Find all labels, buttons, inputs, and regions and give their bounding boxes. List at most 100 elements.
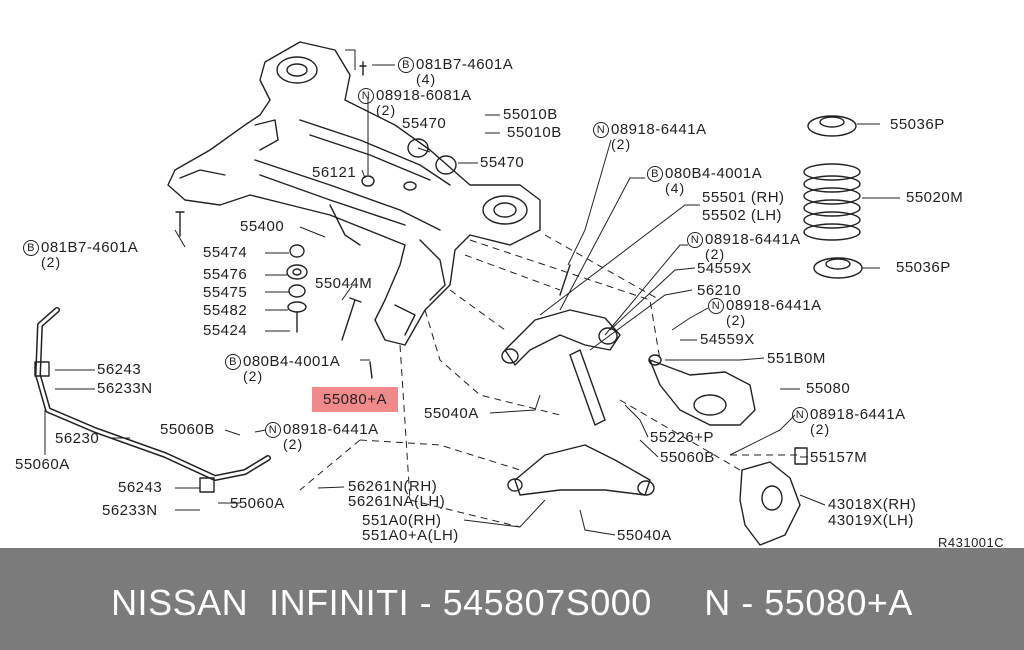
quantity-n5: (2) bbox=[810, 421, 831, 437]
part-label-p54559x1: 54559X bbox=[697, 261, 752, 277]
part-label-p43018x: 43018X(RH) bbox=[828, 497, 916, 513]
part-number-p55036p1: 55036P bbox=[890, 116, 945, 133]
part-number-p55010b1: 55010B bbox=[503, 106, 558, 123]
part-number-p55226p: 55226+P bbox=[650, 429, 714, 446]
part-number-n3: 08918-6441A bbox=[705, 231, 801, 248]
part-label-p55060a2: 55060A bbox=[230, 496, 285, 512]
quantity-b3: (2) bbox=[41, 254, 62, 270]
right-upper-arm bbox=[649, 359, 756, 426]
part-label-p55470b: 55470 bbox=[480, 155, 524, 171]
part-number-p55040a1: 55040A bbox=[424, 405, 479, 422]
part-number-b3: 081B7-4601A bbox=[41, 239, 139, 256]
part-number-p55044m: 55044M bbox=[315, 275, 373, 292]
part-label-p55482: 55482 bbox=[203, 303, 247, 319]
part-number-p55424: 55424 bbox=[203, 322, 248, 339]
upper-arm bbox=[504, 309, 621, 366]
part-label-p55476: 55476 bbox=[203, 267, 247, 283]
part-number-b2: 080B4-4001A bbox=[665, 165, 763, 182]
part-number-p55470b: 55470 bbox=[480, 154, 525, 171]
part-label-p55474: 55474 bbox=[203, 245, 247, 261]
circle-marker-n1: N bbox=[358, 88, 374, 104]
part-number-p55470a: 55470 bbox=[402, 115, 447, 132]
part-label-p56261n: 56261N(RH) bbox=[348, 479, 437, 495]
part-number-ref: R431001C bbox=[938, 535, 1005, 550]
part-number-p55502: 55502 (LH) bbox=[702, 207, 783, 224]
part-number-p43019x: 43019X(LH) bbox=[828, 512, 914, 529]
part-label-p56261na: 56261NA(LH) bbox=[348, 494, 445, 510]
part-label-p55226p: 55226+P bbox=[650, 430, 714, 446]
circle-marker-b1: B bbox=[398, 57, 414, 73]
part-number-p55400: 55400 bbox=[240, 218, 285, 235]
part-label-p56233na: 56233N bbox=[97, 381, 153, 397]
part-label-p55044m: 55044M bbox=[315, 276, 372, 292]
part-number-b1: 081B7-4601A bbox=[416, 56, 514, 73]
part-number-p56261na: 56261NA(LH) bbox=[348, 493, 446, 510]
part-number-n1: 08918-6081A bbox=[376, 87, 472, 104]
part-label-p55157m: 55157M bbox=[810, 450, 867, 466]
part-number-p55036p2: 55036P bbox=[896, 259, 951, 276]
part-number-p55475: 55475 bbox=[203, 284, 248, 301]
part-label-p55080: 55080 bbox=[806, 381, 850, 397]
part-label-p55475: 55475 bbox=[203, 285, 247, 301]
part-number-p56210: 56210 bbox=[697, 282, 742, 299]
part-label-p55080a: 55080+A bbox=[323, 392, 387, 408]
part-label-p551a0: 551A0(RH) bbox=[362, 513, 442, 529]
part-label-p55424: 55424 bbox=[203, 323, 247, 339]
quantity-n6: (2) bbox=[283, 436, 304, 452]
part-number-p55474: 55474 bbox=[203, 244, 248, 261]
lower-arm bbox=[514, 444, 651, 496]
part-label-p55470a: 55470 bbox=[402, 116, 446, 132]
part-number-b4: 080B4-4001A bbox=[243, 353, 341, 370]
bushing-upper bbox=[407, 138, 429, 158]
part-label-p55060b2: 55060B bbox=[660, 450, 715, 466]
part-number-p54559x1: 54559X bbox=[697, 260, 752, 277]
part-label-p56230: 56230 bbox=[55, 431, 99, 447]
part-number-p55010b2: 55010B bbox=[507, 124, 562, 141]
part-number-n6: 08918-6441A bbox=[283, 421, 379, 438]
part-number-p56230: 56230 bbox=[55, 430, 100, 447]
part-number-n4: 08918-6441A bbox=[726, 297, 822, 314]
quantity-n4: (2) bbox=[726, 312, 747, 328]
part-label-p551a0a: 551A0+A(LH) bbox=[362, 528, 459, 544]
part-number-p55060b2: 55060B bbox=[660, 449, 715, 466]
part-number-p55040a2: 55040A bbox=[617, 527, 672, 544]
circle-marker-n5: N bbox=[792, 407, 808, 423]
part-number-p551a0a: 551A0+A(LH) bbox=[362, 527, 459, 544]
part-label-p43019x: 43019X(LH) bbox=[828, 513, 914, 529]
circle-marker-n4: N bbox=[708, 298, 724, 314]
knuckle bbox=[739, 461, 801, 546]
subframe bbox=[167, 41, 541, 346]
part-number-p43018x: 43018X(RH) bbox=[828, 496, 917, 513]
part-number-p551a0: 551A0(RH) bbox=[362, 512, 442, 529]
part-number-p55060a2: 55060A bbox=[230, 495, 285, 512]
circle-marker-n6: N bbox=[265, 422, 281, 438]
circle-marker-b2: B bbox=[647, 166, 663, 182]
part-number-p55157m: 55157M bbox=[810, 449, 868, 466]
part-number-p54559x2: 54559X bbox=[700, 331, 755, 348]
part-number-p55020m: 55020M bbox=[906, 189, 964, 206]
quantity-n3: (2) bbox=[705, 246, 726, 262]
circle-marker-b3: B bbox=[23, 240, 39, 256]
circle-marker-b4: B bbox=[225, 354, 241, 370]
part-label-p56243a: 56243 bbox=[97, 362, 141, 378]
part-number-p55080: 55080 bbox=[806, 380, 851, 397]
part-number-p56261n: 56261N(RH) bbox=[348, 478, 438, 495]
part-number-p55060b1: 55060B bbox=[160, 421, 215, 438]
part-number-p55080a: 55080+A bbox=[323, 391, 387, 408]
part-label-p55036p1: 55036P bbox=[890, 117, 945, 133]
part-number-p56243a: 56243 bbox=[97, 361, 142, 378]
part-number-p55501: 55501 (RH) bbox=[702, 189, 785, 206]
part-number-p56233nb: 56233N bbox=[102, 502, 158, 519]
part-label-p55060b1: 55060B bbox=[160, 422, 215, 438]
lower-link bbox=[569, 349, 606, 426]
quantity-b2: (4) bbox=[665, 180, 686, 196]
footer-bar: NISSAN INFINITI - 545807S000 N - 55080+A bbox=[0, 548, 1024, 650]
